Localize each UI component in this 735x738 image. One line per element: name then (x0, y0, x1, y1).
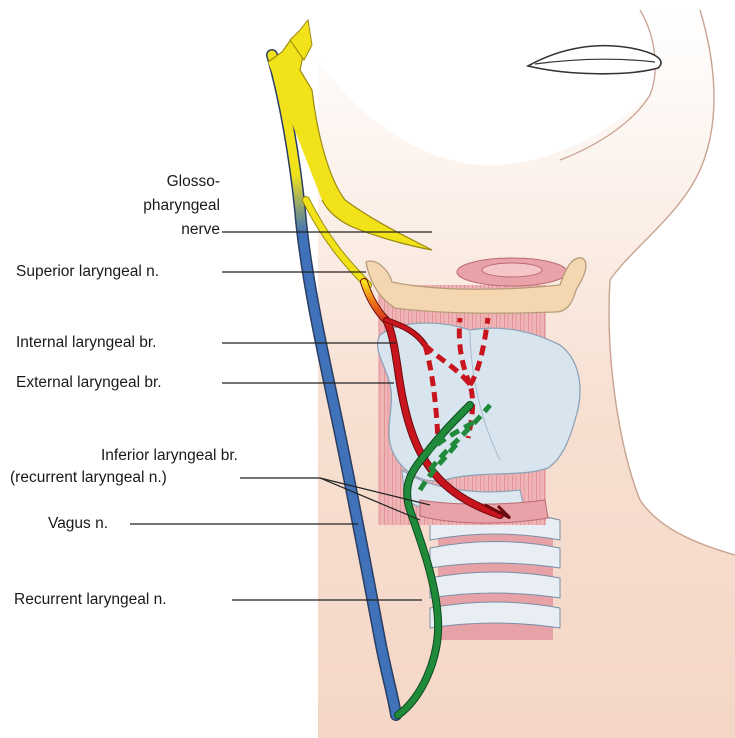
glossopharyngeal-label-3: nerve (100, 220, 220, 239)
superior-laryngeal-label: Superior laryngeal n. (16, 262, 159, 281)
lips (528, 46, 661, 74)
recurrent-laryngeal-label: Recurrent laryngeal n. (14, 590, 167, 609)
internal-laryngeal-label: Internal laryngeal br. (16, 333, 156, 352)
inferior-laryngeal-label-2: (recurrent laryngeal n.) (10, 468, 167, 487)
vagus-label: Vagus n. (48, 514, 108, 533)
trachea (430, 513, 560, 641)
glossopharyngeal-label-1: Glosso- (100, 172, 220, 191)
external-laryngeal-label: External laryngeal br. (16, 373, 162, 392)
glossopharyngeal-label-2: pharyngeal (100, 196, 220, 215)
inferior-laryngeal-label-1: Inferior laryngeal br. (10, 446, 238, 465)
